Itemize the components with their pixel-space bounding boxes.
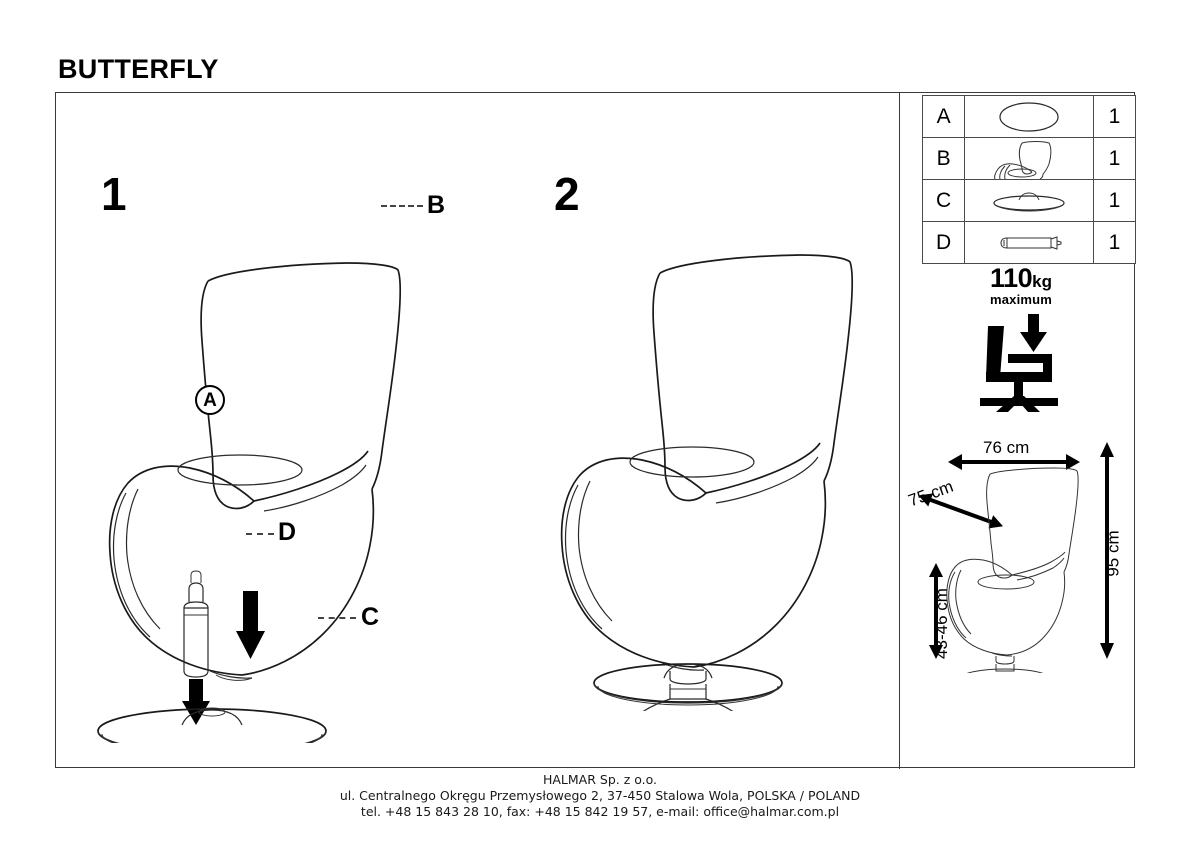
height-arrow	[1100, 442, 1114, 659]
weight-unit: kg	[1032, 272, 1052, 291]
step-1-drawing	[97, 262, 401, 743]
part-letter: A	[921, 95, 966, 138]
table-row: C 1	[921, 179, 1137, 222]
part-letter: C	[921, 179, 966, 222]
instruction-frame: 1	[55, 92, 1137, 769]
leader-line-b	[381, 205, 423, 207]
part-qty: 1	[1092, 179, 1137, 222]
chair-weight-limit-icon	[980, 314, 1058, 412]
part-figure-gas-cylinder	[964, 221, 1094, 264]
assembly-arrow-cylinder-to-base	[182, 679, 210, 725]
page-title: BUTTERFLY	[58, 54, 219, 84]
part-figure-base-disc	[964, 179, 1094, 222]
part-letter: D	[921, 221, 966, 264]
step-2-number: 2	[554, 168, 580, 220]
seat-height-arrow	[929, 563, 943, 659]
callout-label-d: D	[278, 518, 297, 546]
depth-arrow	[918, 493, 1004, 529]
panel-divider	[899, 93, 901, 769]
table-row: D 1	[921, 221, 1137, 264]
part-qty: 1	[1092, 137, 1137, 180]
footer-address: ul. Centralnego Okręgu Przemysłowego 2, …	[339, 788, 861, 803]
weight-maximum-note: maximum	[989, 292, 1053, 307]
assembled-cylinder	[642, 671, 734, 711]
callout-label-c: C	[361, 603, 380, 631]
footer-company: HALMAR Sp. z o.o.	[542, 772, 658, 787]
table-row: B 1	[921, 137, 1137, 180]
table-row: A 1	[921, 95, 1137, 138]
step-1-number: 1	[101, 168, 127, 220]
callout-label-a: A	[195, 385, 225, 415]
leader-line-c	[318, 617, 356, 619]
part-figure-chair-shell	[964, 137, 1094, 180]
footer-contact: tel. +48 15 843 28 10, fax: +48 15 842 1…	[360, 804, 840, 819]
leader-line-d	[246, 533, 274, 535]
part-letter: B	[921, 137, 966, 180]
width-arrow	[948, 454, 1080, 470]
dimensioned-chair-drawing	[918, 442, 1114, 673]
dimension-width-label: 76 cm	[983, 438, 1030, 457]
part-qty: 1	[1092, 95, 1137, 138]
step-2-base-drawing	[593, 663, 783, 706]
weight-value: 110	[990, 263, 1033, 293]
dimensions-block: 76 cm 75 cm 95 cm 43-46 cm	[904, 433, 1136, 673]
small-chair-outline	[946, 467, 1079, 673]
callout-label-b: B	[427, 191, 446, 219]
weight-rating-block: 110kg maximum	[946, 265, 1096, 418]
assembly-arrow-shell-to-cylinder	[236, 591, 265, 659]
weight-rating-text: 110kg	[946, 265, 1096, 292]
gas-cylinder-part	[183, 570, 209, 678]
step-2-drawing	[560, 254, 853, 711]
parts-table: A 1 B	[921, 95, 1137, 264]
part-figure-seat-cushion	[964, 95, 1094, 138]
part-qty: 1	[1092, 221, 1137, 264]
base-disc-part	[97, 707, 327, 743]
footer: HALMAR Sp. z o.o. ul. Centralnego Okręgu…	[0, 772, 1200, 820]
